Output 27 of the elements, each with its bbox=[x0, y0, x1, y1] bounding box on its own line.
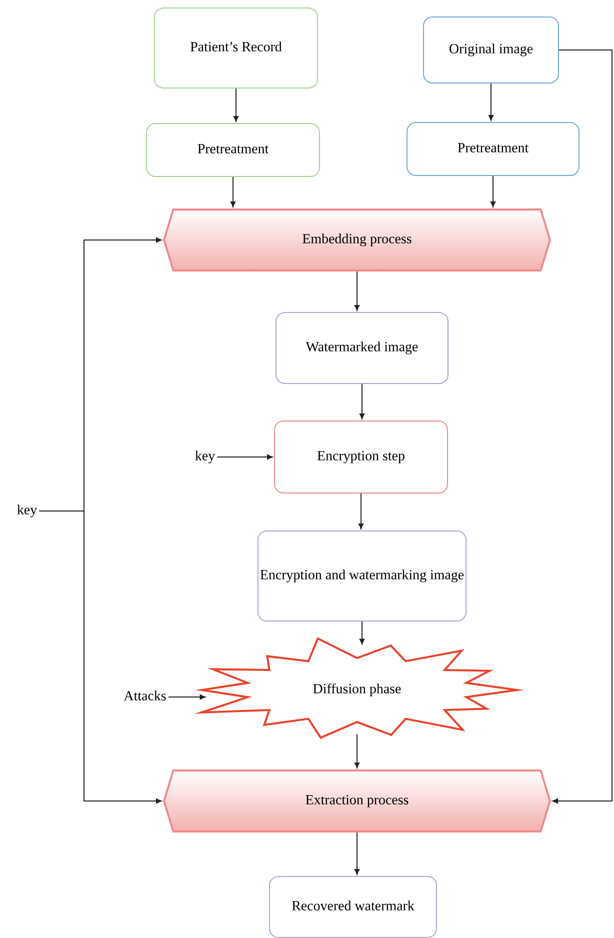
process-box: Pretreatment bbox=[406, 122, 580, 176]
process-hexagon: Embedding process bbox=[162, 208, 552, 272]
arrow bbox=[358, 493, 364, 530]
arrow bbox=[359, 384, 365, 420]
process-box: Encryption step bbox=[274, 420, 448, 494]
arrow bbox=[38, 510, 162, 804]
process-box: Original image bbox=[423, 16, 559, 84]
arrow bbox=[552, 50, 612, 804]
arrow bbox=[490, 176, 496, 208]
arrow bbox=[216, 454, 273, 460]
arrow bbox=[233, 88, 239, 122]
arrow bbox=[168, 694, 206, 700]
arrow bbox=[359, 621, 365, 644]
process-hexagon: Extraction process bbox=[162, 770, 552, 832]
process-box: Watermarked image bbox=[276, 312, 448, 384]
arrow bbox=[354, 832, 360, 875]
arrow bbox=[488, 83, 494, 121]
arrow bbox=[354, 271, 360, 311]
process-box: Pretreatment bbox=[146, 123, 320, 177]
node-label: key bbox=[195, 450, 216, 464]
node-label: key bbox=[17, 504, 38, 518]
process-box: Encryption and watermarking image bbox=[257, 530, 467, 622]
process-box: Recovered watermark bbox=[269, 876, 437, 938]
arrow bbox=[354, 734, 360, 768]
process-box: Patient’s Record bbox=[154, 8, 318, 88]
node-label: Attacks bbox=[124, 690, 166, 700]
arrow bbox=[230, 176, 236, 208]
